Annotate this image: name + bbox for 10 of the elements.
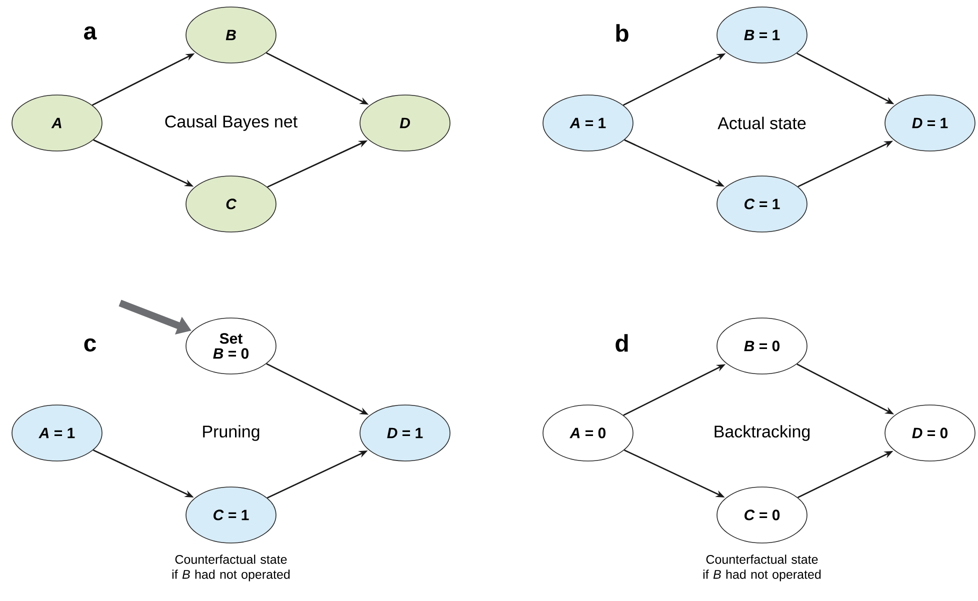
panel-letter: b	[616, 24, 628, 42]
panel-title: Backtracking	[714, 425, 810, 441]
panel-title: Pruning	[203, 425, 260, 441]
panel-letter: d	[616, 334, 628, 352]
caption: Counterfactual state if B had not operated	[172, 554, 290, 582]
panel-title: Causal Bayes net	[165, 115, 298, 131]
panel-letter: c	[84, 338, 96, 352]
caption: Counterfactual state if B had not operated	[703, 554, 821, 582]
panel-title: Actual state	[718, 116, 806, 130]
panel-letter: a	[84, 26, 97, 40]
